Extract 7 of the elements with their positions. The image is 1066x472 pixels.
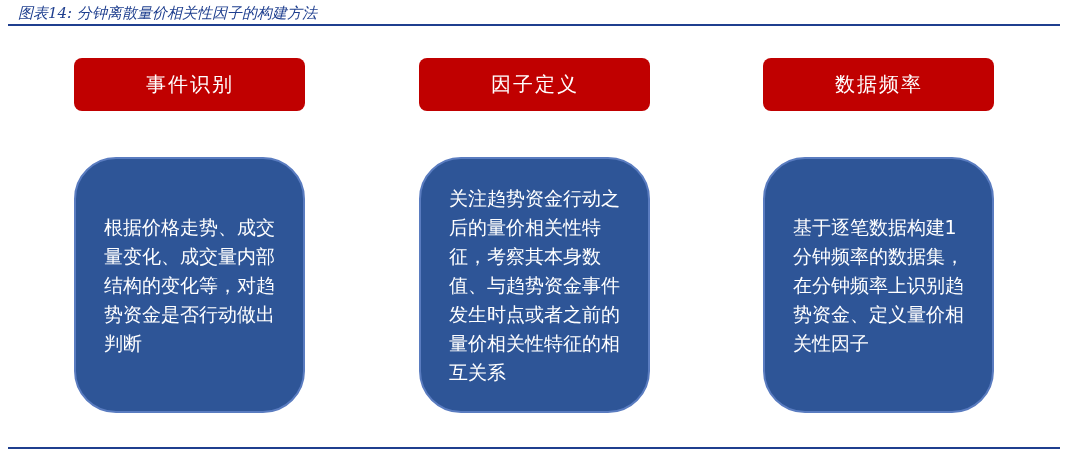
title: 图表14: 分钟离散量价相关性因子的构建方法 xyxy=(18,4,317,23)
header-box: 数据频率 xyxy=(763,58,994,111)
text-box: 关注趋势资金行动之后的量价相关性特征，考察其本身数值、与趋势资金事件发生时点或者之前的量价相关性特征的相互关系 xyxy=(419,157,650,413)
header-box: 事件识别 xyxy=(74,58,305,111)
text-box: 根据价格走势、成交量变化、成交量内部结构的变化等，对趋势资金是否行动做出判断 xyxy=(74,157,305,413)
header-box: 因子定义 xyxy=(419,58,650,111)
text-box: 基于逐笔数据构建1分钟频率的数据集，在分钟频率上识别趋势资金、定义量价相关性因子 xyxy=(763,157,994,413)
